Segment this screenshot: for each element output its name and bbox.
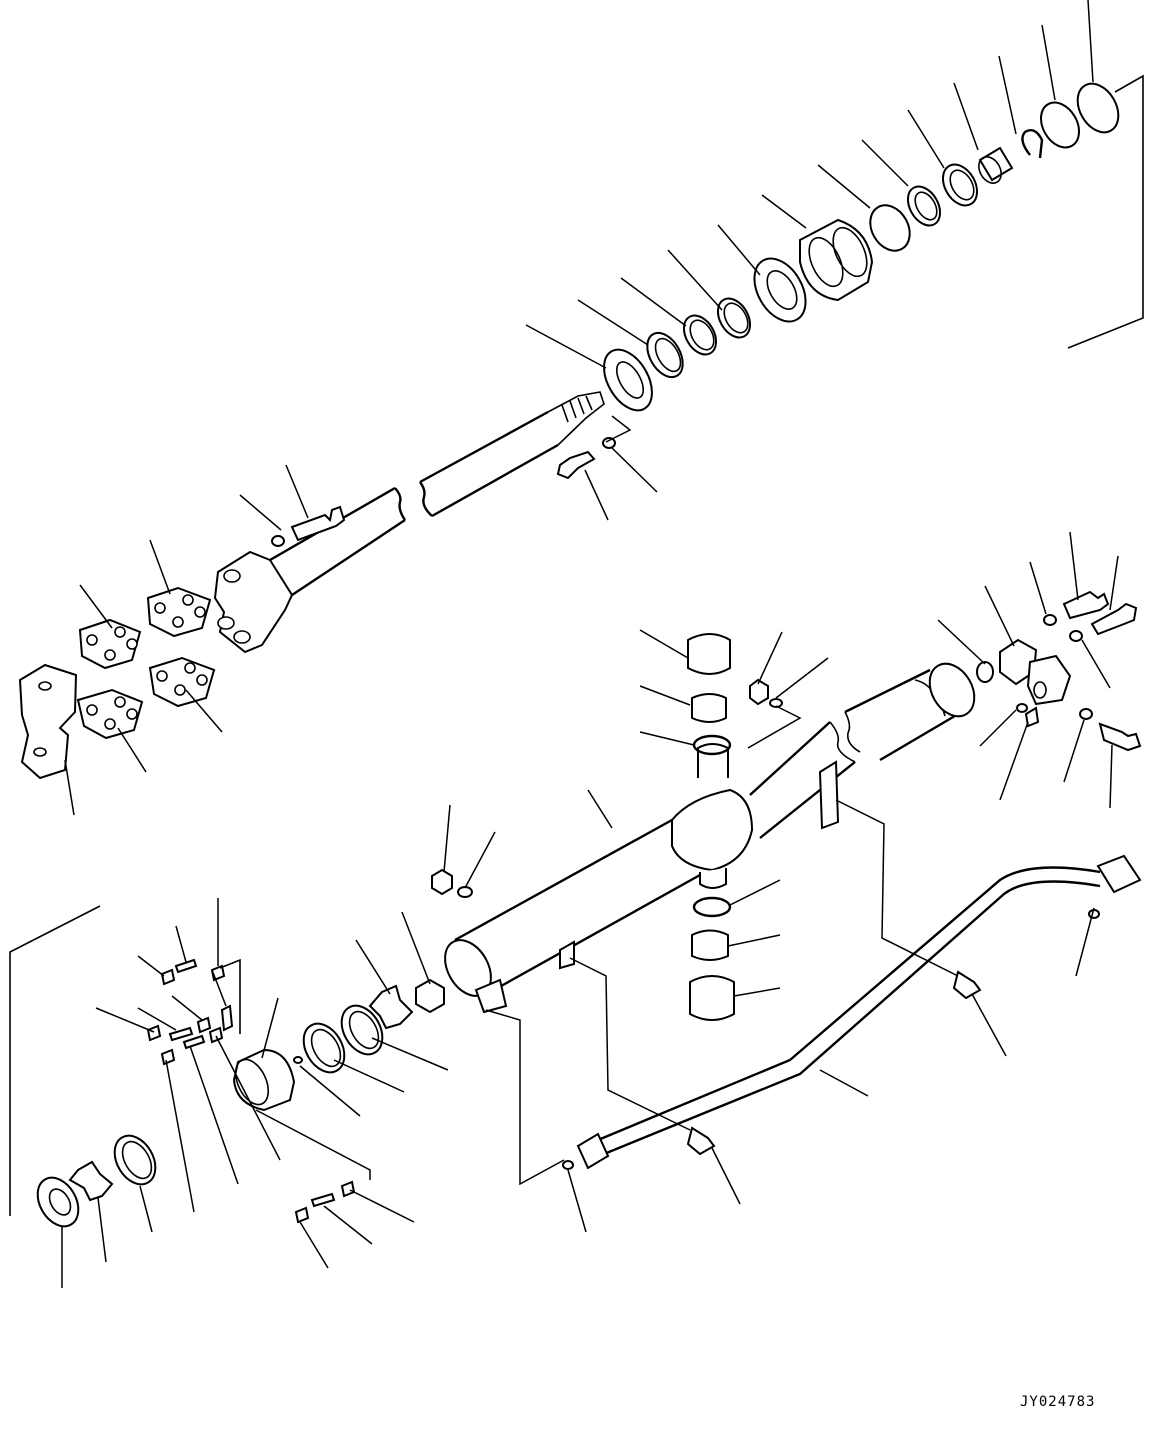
elbow-washer[interactable] (1079, 708, 1093, 720)
setscrew-pin-3[interactable] (182, 1034, 206, 1050)
yoke-bolt-set (239, 464, 346, 547)
elbow-bolt[interactable] (1098, 722, 1142, 752)
piston-star-washer[interactable] (368, 984, 414, 1030)
bushing-bottom-sleeve[interactable] (691, 929, 729, 961)
cylinder-tube-assembly (444, 656, 984, 1186)
pin-small[interactable] (220, 1004, 234, 1032)
flange-washer-2[interactable] (1069, 630, 1083, 642)
head-bushing[interactable] (978, 146, 1014, 182)
drawing-code: JY024783 (1020, 1394, 1095, 1410)
cylinder-tube[interactable] (454, 668, 966, 997)
plate-set-4[interactable] (148, 656, 216, 708)
pipe-fitting-right[interactable] (1096, 854, 1142, 894)
right-o-ring[interactable] (976, 661, 994, 683)
plate-set-2[interactable] (146, 586, 212, 638)
bushing-top-sleeve[interactable] (691, 693, 727, 723)
flange-bolt-1[interactable] (1062, 590, 1110, 620)
tube-tab-2[interactable] (559, 940, 575, 970)
small-fasteners (9, 898, 415, 1269)
tube-washer[interactable] (457, 886, 473, 898)
trunnion-pin-bottom[interactable] (699, 868, 727, 889)
piston-nut[interactable] (415, 978, 445, 1014)
setscrew-pin-4[interactable] (310, 1192, 336, 1208)
piston-rod[interactable] (269, 410, 559, 596)
elbow-o-ring[interactable] (1016, 703, 1028, 713)
tube-tab-1[interactable] (818, 760, 840, 830)
cylinder-head-parts (525, 0, 1144, 418)
head-ring-2[interactable] (677, 310, 722, 360)
rod-thread (547, 391, 605, 446)
head-ring-3[interactable] (711, 293, 756, 343)
head-seal-disc[interactable] (862, 198, 917, 258)
hydraulic-pipe (562, 854, 1142, 1233)
bushing-washer[interactable] (769, 698, 783, 708)
tube-nut[interactable] (431, 868, 453, 896)
set-screw-1[interactable] (160, 968, 176, 986)
set-screw-4[interactable] (196, 1016, 212, 1034)
setscrew-pin-1[interactable] (174, 958, 198, 974)
head-cap-disc[interactable] (1069, 76, 1126, 139)
piston-ring-1[interactable] (333, 998, 390, 1061)
elbow-fitting[interactable] (1026, 654, 1072, 706)
trunnion-bushings (639, 629, 781, 1021)
flange-washer-1[interactable] (1043, 614, 1057, 626)
head-gland[interactable] (744, 250, 816, 331)
bushing-bottom-cap[interactable] (689, 975, 735, 1021)
trunnion-pin-top[interactable] (697, 743, 729, 778)
trunnion-block[interactable] (671, 788, 754, 872)
setscrew-pin-2[interactable] (168, 1026, 194, 1042)
plate-set-3[interactable] (76, 688, 144, 740)
o-ring-bottom[interactable] (692, 896, 732, 918)
head-mount-bolt[interactable] (556, 450, 596, 480)
pipe-clamp-2[interactable] (686, 1126, 716, 1156)
tube-port-block[interactable] (474, 978, 508, 1014)
pipe-o-ring-right[interactable] (1088, 909, 1100, 919)
yoke-washer[interactable] (271, 535, 285, 547)
cushion-ring[interactable] (106, 1128, 163, 1191)
bushing-nut[interactable] (749, 678, 769, 706)
tube-nut-set (431, 804, 496, 898)
pipe-fitting-left[interactable] (576, 1132, 610, 1170)
bushing-nut-set (747, 631, 829, 749)
bushing-top-cap[interactable] (687, 633, 731, 675)
cushion-parts (36, 1128, 163, 1288)
set-screw-6[interactable] (208, 1026, 224, 1044)
cushion-star-washer[interactable] (68, 1160, 114, 1202)
piston[interactable] (232, 1048, 296, 1112)
piston-parts (232, 911, 449, 1180)
yoke-hole-1 (223, 569, 241, 583)
set-screw-5[interactable] (160, 1048, 176, 1066)
head-mount-bolt-set (556, 415, 658, 521)
cylinder-bottom-cap[interactable] (921, 656, 984, 724)
rod-end-yoke[interactable] (213, 550, 294, 654)
set-screw-8[interactable] (340, 1180, 356, 1198)
flange-bolt-2[interactable] (1090, 602, 1138, 636)
set-screw-3[interactable] (146, 1024, 162, 1042)
right-elbow-assembly (937, 531, 1142, 809)
yoke-bolt[interactable] (290, 505, 346, 542)
head-mount-washer[interactable] (602, 437, 616, 449)
head-ring-6[interactable] (1033, 96, 1086, 155)
pipe-clamp-1[interactable] (952, 970, 982, 1000)
head-flange-plate[interactable] (594, 341, 662, 418)
cylinder-head[interactable] (799, 218, 874, 302)
left-bracket-plates (18, 539, 223, 816)
head-snap-ring[interactable] (1021, 129, 1044, 159)
pipe-line[interactable] (597, 866, 1101, 1156)
piston-rod-assembly (213, 391, 605, 654)
yoke-hole-3 (233, 630, 251, 644)
pipe-o-ring-left[interactable] (562, 1160, 574, 1170)
piston-pin[interactable] (293, 1056, 303, 1064)
set-screw-7[interactable] (294, 1206, 310, 1224)
yoke-hole-2 (217, 616, 235, 630)
